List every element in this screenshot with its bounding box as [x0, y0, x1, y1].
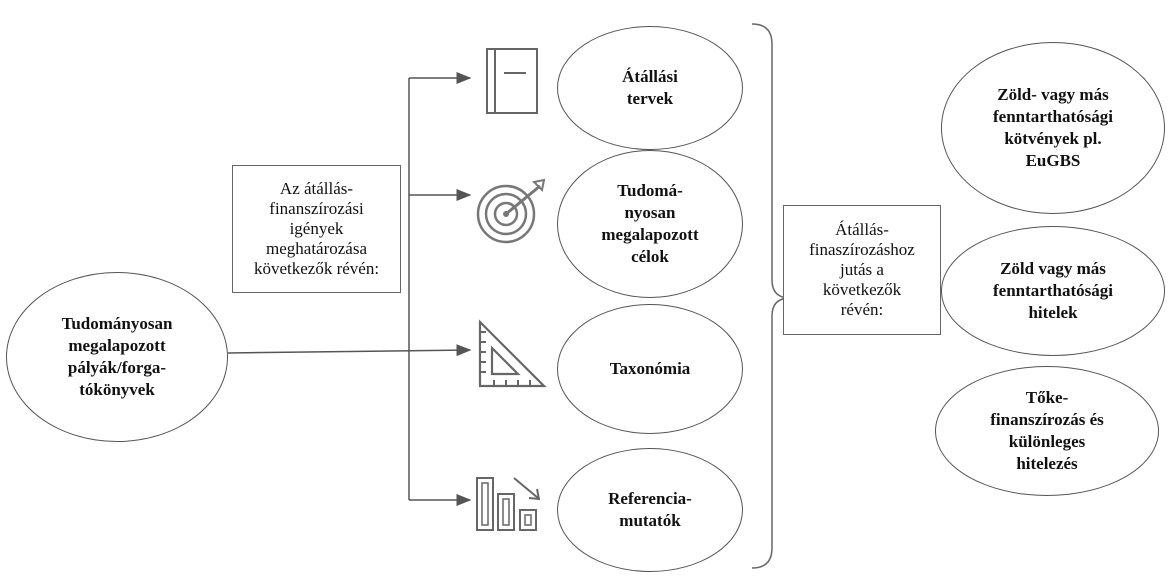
- tool-node-label: Taxonómia: [609, 359, 691, 378]
- access-box: Átállás- finaszírozáshoz jutás a követke…: [783, 205, 941, 335]
- tool-node-label: Átállási tervek: [622, 67, 678, 108]
- instrument-node-label: Zöld- vagy más fenntarthatósági kötvénye…: [993, 85, 1113, 170]
- tool-node-taxonomy: Taxonómia: [557, 304, 743, 434]
- needs-box-label: Az átállás- finanszírozási igények megha…: [253, 179, 380, 278]
- tool-node-science-based-targets: Tudomá- nyosan megalapozott célok: [557, 150, 743, 298]
- tool-node-benchmarks: Referencia- mutatók: [557, 448, 743, 572]
- instrument-node-green-loans: Zöld vagy más fenntarthatósági hitelek: [941, 226, 1165, 356]
- needs-box: Az átállás- finanszírozási igények megha…: [232, 165, 401, 293]
- instrument-node-equity-financing: Tőke- finanszírozás és különleges hitele…: [935, 366, 1159, 496]
- tool-node-label: Tudomá- nyosan megalapozott célok: [601, 181, 699, 266]
- source-node: Tudományosan megalapozott pályák/forga- …: [6, 272, 228, 442]
- bar-chart-icon: [476, 477, 541, 531]
- source-node-label: Tudományosan megalapozott pályák/forga- …: [61, 314, 173, 399]
- book-icon: [486, 48, 538, 114]
- set-square-icon: [478, 319, 547, 388]
- tool-node-transition-plans: Átállási tervek: [557, 26, 743, 150]
- instrument-node-label: Tőke- finanszírozás és különleges hitele…: [990, 388, 1104, 473]
- arrow-to-taxonomy: [227, 344, 472, 357]
- target-icon: [476, 178, 546, 244]
- instrument-node-green-bonds: Zöld- vagy más fenntarthatósági kötvénye…: [941, 42, 1165, 214]
- instrument-node-label: Zöld vagy más fenntarthatósági hitelek: [993, 259, 1113, 322]
- access-box-label: Átállás- finaszírozáshoz jutás a követke…: [809, 220, 915, 319]
- tool-node-label: Referencia- mutatók: [608, 489, 692, 530]
